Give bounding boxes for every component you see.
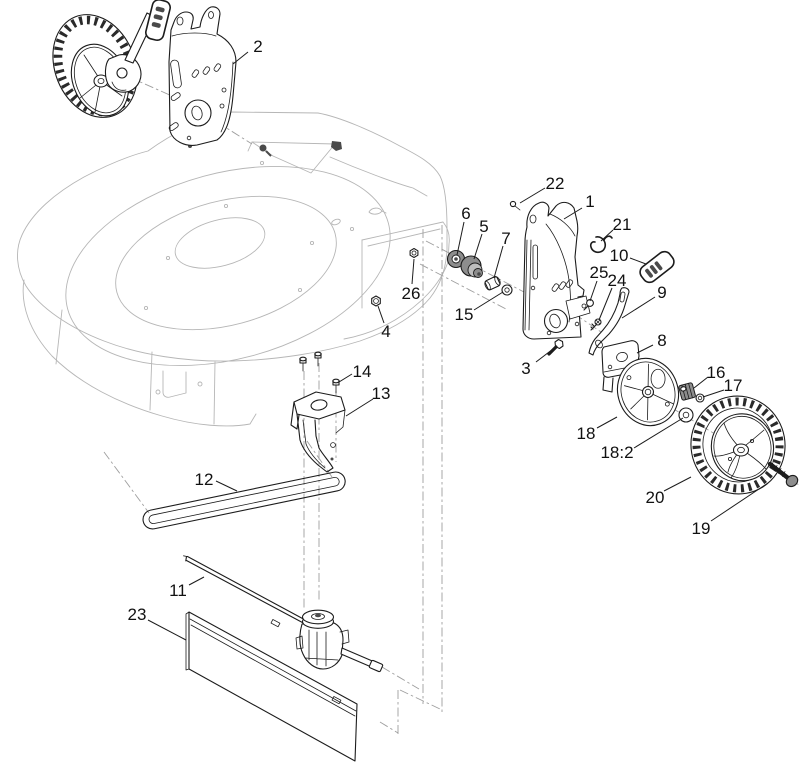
callout-leader-1 <box>563 207 583 220</box>
blade-drive-shaft <box>183 555 310 627</box>
callout-leader-25 <box>589 280 598 302</box>
belt-guard-bracket <box>290 391 346 473</box>
callout-label-14: 14 <box>353 362 372 381</box>
callout-leader-21 <box>600 229 614 242</box>
callout-leader-4 <box>377 305 385 324</box>
drive-gear <box>616 357 680 427</box>
front-wheel-assembly <box>52 0 171 118</box>
v-belt <box>142 471 346 530</box>
callout-label-18:2: 18:2 <box>600 443 633 462</box>
callout-label-1: 1 <box>585 192 594 211</box>
bolt-icon <box>332 378 340 394</box>
callout-leader-18 <box>596 416 618 429</box>
adjuster-link <box>588 287 630 356</box>
callout-label-3: 3 <box>521 359 530 378</box>
callout-label-8: 8 <box>657 331 666 350</box>
callout-label-11: 11 <box>169 581 187 600</box>
callout-label-4: 4 <box>381 322 390 341</box>
bolt-group-14 <box>299 351 340 394</box>
callout-leader-13 <box>345 398 374 417</box>
lever-grip-icon <box>145 0 171 42</box>
left-height-adjust-bracket <box>168 6 237 146</box>
wheel-spokes <box>713 422 767 479</box>
callout-leader-22 <box>519 187 546 204</box>
wheel-bolt-icon <box>767 461 799 488</box>
callout-label-16: 16 <box>707 363 726 382</box>
callout-label-15: 15 <box>455 305 474 324</box>
callout-label-25: 25 <box>590 263 609 282</box>
bolt-icon <box>299 356 307 372</box>
callout-label-21: 21 <box>613 215 632 234</box>
callout-label-7: 7 <box>501 229 510 248</box>
callout-label-17: 17 <box>724 376 743 395</box>
callout-leader-15 <box>473 291 504 311</box>
idler-pulley-5-icon <box>460 255 483 278</box>
screw-24-icon <box>590 318 602 331</box>
callout-label-26: 26 <box>402 284 421 303</box>
lever-grip-10-icon <box>639 250 675 284</box>
e-ring-icon <box>695 393 705 403</box>
callout-leader-18:2 <box>633 417 684 449</box>
rear-wheel <box>690 395 786 495</box>
right-height-adjust-bracket <box>522 201 591 340</box>
flange-nut-26-icon <box>409 247 419 259</box>
callout-label-24: 24 <box>608 271 627 290</box>
callout-leader-23 <box>147 619 187 641</box>
callout-label-2: 2 <box>253 37 262 56</box>
callout-leader-24 <box>598 287 613 321</box>
callout-leader-11 <box>188 576 205 586</box>
callout-leader-16 <box>693 376 709 389</box>
pinion-gear-icon <box>678 382 696 401</box>
callout-label-12: 12 <box>195 470 214 489</box>
mower-deck-phantom <box>17 111 450 427</box>
callout-leader-5 <box>473 233 483 260</box>
callout-leader-7 <box>493 245 504 279</box>
bolt-icon <box>314 351 322 367</box>
callout-label-23: 23 <box>128 605 147 624</box>
callout-leader-6 <box>456 221 465 256</box>
baffle-plate <box>185 611 358 762</box>
carriage-bolt-3-icon <box>547 338 564 356</box>
callout-label-9: 9 <box>657 283 666 302</box>
callout-leader-17 <box>702 389 725 398</box>
callout-leader-26 <box>411 258 415 285</box>
callout-leader-19 <box>710 482 769 522</box>
callout-label-5: 5 <box>479 217 488 236</box>
callout-leader-2 <box>232 51 249 65</box>
flange-nut-4-icon <box>371 295 381 307</box>
callout-label-20: 20 <box>646 488 665 507</box>
spacer-7-icon <box>484 276 501 291</box>
transmission <box>295 609 384 673</box>
washer-15-icon <box>501 284 513 296</box>
callout-leader-3 <box>535 348 554 363</box>
callout-leader-20 <box>663 476 692 492</box>
callout-label-19: 19 <box>692 519 711 538</box>
callout-leader-14 <box>338 373 353 383</box>
callout-leader-12 <box>215 480 238 492</box>
callout-label-13: 13 <box>372 384 391 403</box>
screw-22-icon <box>509 200 521 211</box>
cable-clip-21-icon <box>589 235 613 254</box>
callout-label-10: 10 <box>610 246 629 265</box>
callout-label-22: 22 <box>546 174 565 193</box>
thrust-washer-icon <box>678 407 694 423</box>
callout-leader-10 <box>629 257 647 265</box>
callout-label-18: 18 <box>577 424 596 443</box>
callout-label-6: 6 <box>461 204 470 223</box>
callout-leader-9 <box>621 296 656 319</box>
callout-leader-8 <box>636 344 654 354</box>
alignment-centerlines <box>103 76 800 734</box>
